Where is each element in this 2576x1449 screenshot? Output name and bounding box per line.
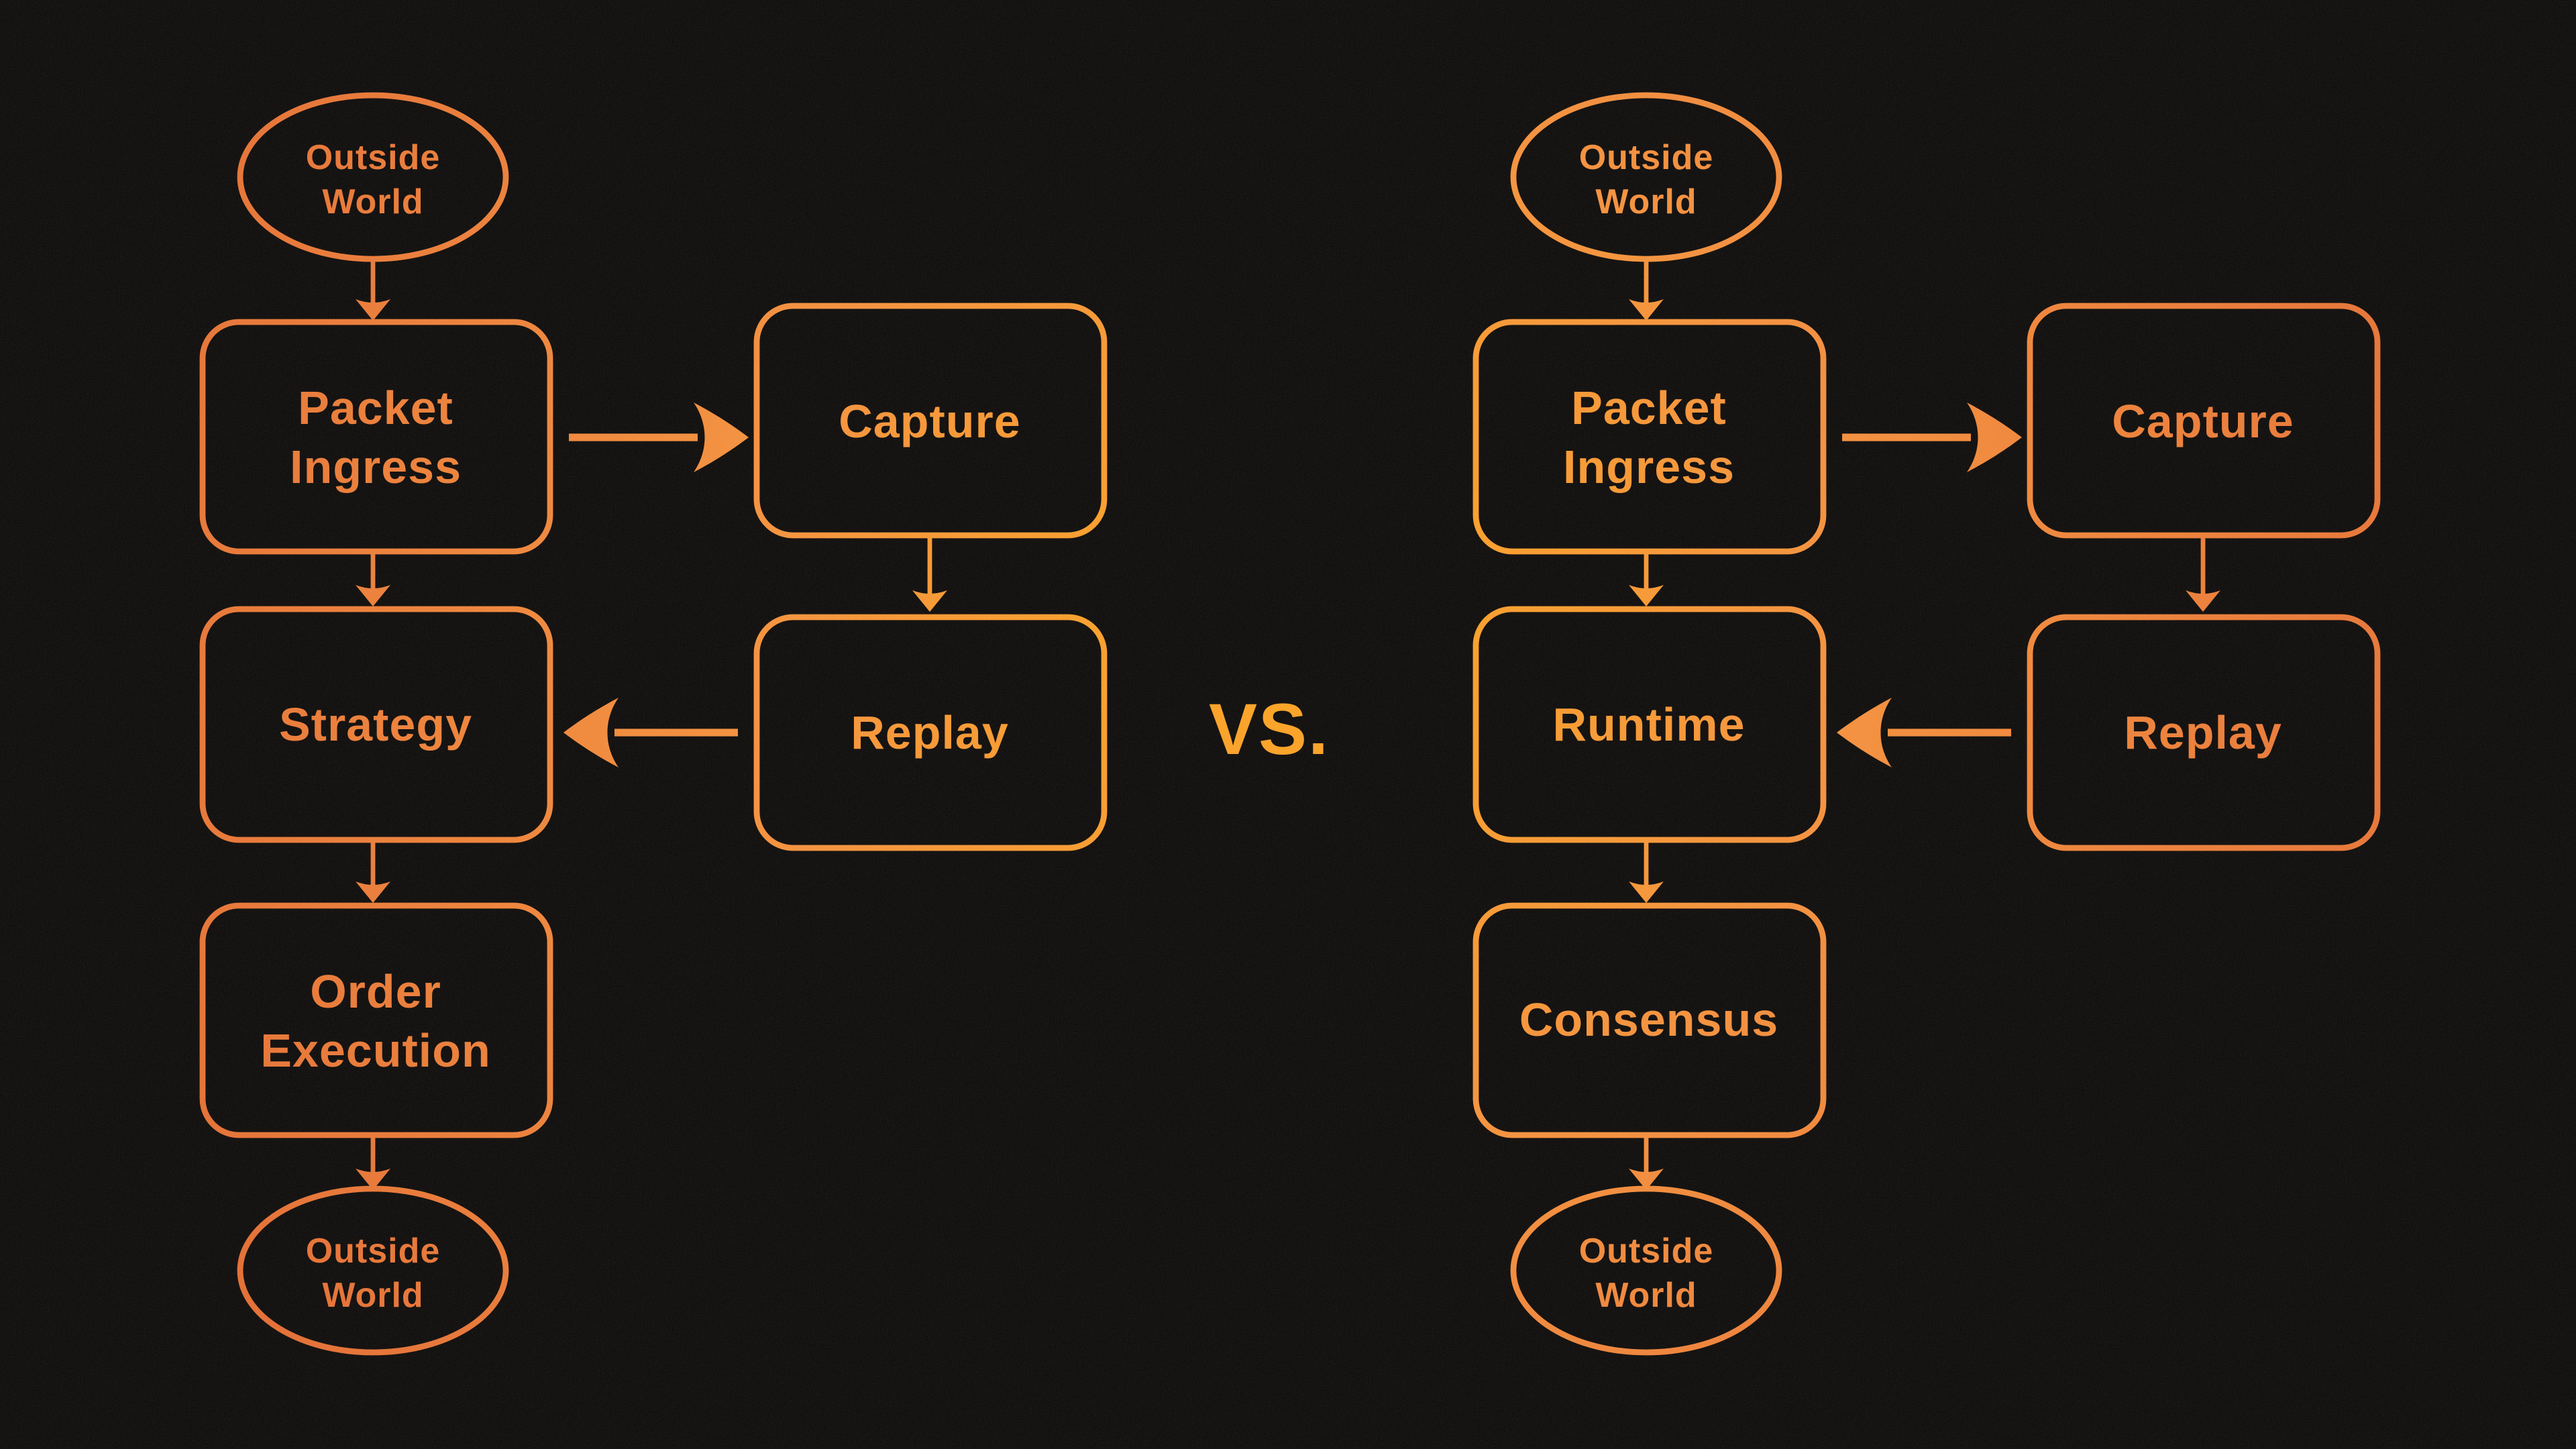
left-replay-node: Replay [753,614,1108,851]
right-outside-world-top-node: Outside World [1510,92,1782,262]
node-label-line2: World [322,182,423,221]
right-replay-node: Replay [2027,614,2381,851]
node-label-line2: Ingress [1563,441,1735,493]
arrowhead-down-icon [356,585,390,606]
left-packet-ingress-node: Packet Ingress [199,319,553,555]
arrowhead-down-icon [1629,881,1664,903]
right-flowchart: Outside World Packet Ingress Capture [1472,92,2381,1356]
arrowhead-left-icon [564,698,619,767]
box-shape [753,614,1108,851]
left-outside-world-top-node: Outside World [237,92,509,262]
edge-capture-to-replay [2186,538,2220,612]
node-label-line1: Outside [1579,138,1714,177]
node-label: Consensus [1519,994,1778,1046]
node-label-line1: Outside [1579,1232,1714,1271]
edge-outside-world-to-packet-ingress [356,262,390,321]
node-label-line1: Packet [1571,382,1727,434]
left-flowchart: Outside World Packet Ingress Capture [199,92,1108,1356]
arrowhead-down-icon [1629,1169,1664,1190]
ellipse-shape [1510,1185,1782,1356]
left-strategy-node: Strategy [199,606,553,843]
ellipse-shape [1510,92,1782,262]
vs-separator-label: VS. [1209,688,1330,769]
box-shape [1472,319,1827,555]
arrowhead-down-icon [912,590,947,612]
ellipse-shape [237,92,509,262]
node-label-line1: Packet [298,382,453,434]
node-label: Replay [2124,706,2282,759]
right-packet-ingress-node: Packet Ingress [1472,319,1827,555]
left-outside-world-bottom-node: Outside World [237,1185,509,1356]
arrowhead-down-icon [2186,590,2220,612]
node-label: Strategy [279,698,472,751]
node-label-line2: World [1595,182,1697,221]
edge-replay-to-strategy [564,698,738,767]
box-shape [2027,303,2381,539]
node-label-line2: World [322,1276,423,1315]
node-label-line2: Ingress [290,441,462,493]
edge-packet-ingress-to-strategy [356,554,390,606]
right-consensus-node: Consensus [1472,902,1827,1138]
edge-packet-ingress-to-capture [1842,402,2022,472]
left-capture-node: Capture [753,303,1108,539]
edge-packet-ingress-to-runtime [1629,554,1664,606]
arrowhead-left-icon [1837,698,1892,767]
right-outside-world-bottom-node: Outside World [1510,1185,1782,1356]
edge-strategy-to-order-execution [356,843,390,903]
edge-order-execution-to-outside-world [356,1138,390,1190]
edge-packet-ingress-to-capture [569,402,749,472]
right-runtime-node: Runtime [1472,606,1827,843]
box-shape [753,303,1108,539]
edge-replay-to-runtime [1837,698,2011,767]
arrowhead-down-icon [1629,299,1664,321]
node-label: Capture [839,395,1020,447]
arrowhead-down-icon [356,881,390,903]
node-label-line1: Outside [306,138,441,177]
box-shape [1472,902,1827,1138]
arrowhead-down-icon [356,1169,390,1190]
node-label-line2: World [1595,1276,1697,1315]
left-order-execution-node: Order Execution [199,902,553,1138]
node-label-line1: Outside [306,1232,441,1271]
edge-consensus-to-outside-world [1629,1138,1664,1190]
node-label: Replay [851,706,1009,759]
ellipse-shape [237,1185,509,1356]
edge-runtime-to-consensus [1629,843,1664,903]
box-shape [199,319,553,555]
arrowhead-down-icon [1629,585,1664,606]
arrowhead-right-icon [1967,402,2022,472]
node-label: Capture [2112,395,2294,447]
box-shape [2027,614,2381,851]
arrowhead-down-icon [356,299,390,321]
node-label-line2: Execution [260,1024,491,1077]
box-shape [1472,606,1827,843]
edge-capture-to-replay [912,538,947,612]
box-shape [199,902,553,1138]
node-label: Runtime [1553,698,1746,751]
right-capture-node: Capture [2027,303,2381,539]
arrowhead-right-icon [694,402,749,472]
box-shape [199,606,553,843]
edge-outside-world-to-packet-ingress [1629,262,1664,321]
node-label-line1: Order [310,965,441,1018]
